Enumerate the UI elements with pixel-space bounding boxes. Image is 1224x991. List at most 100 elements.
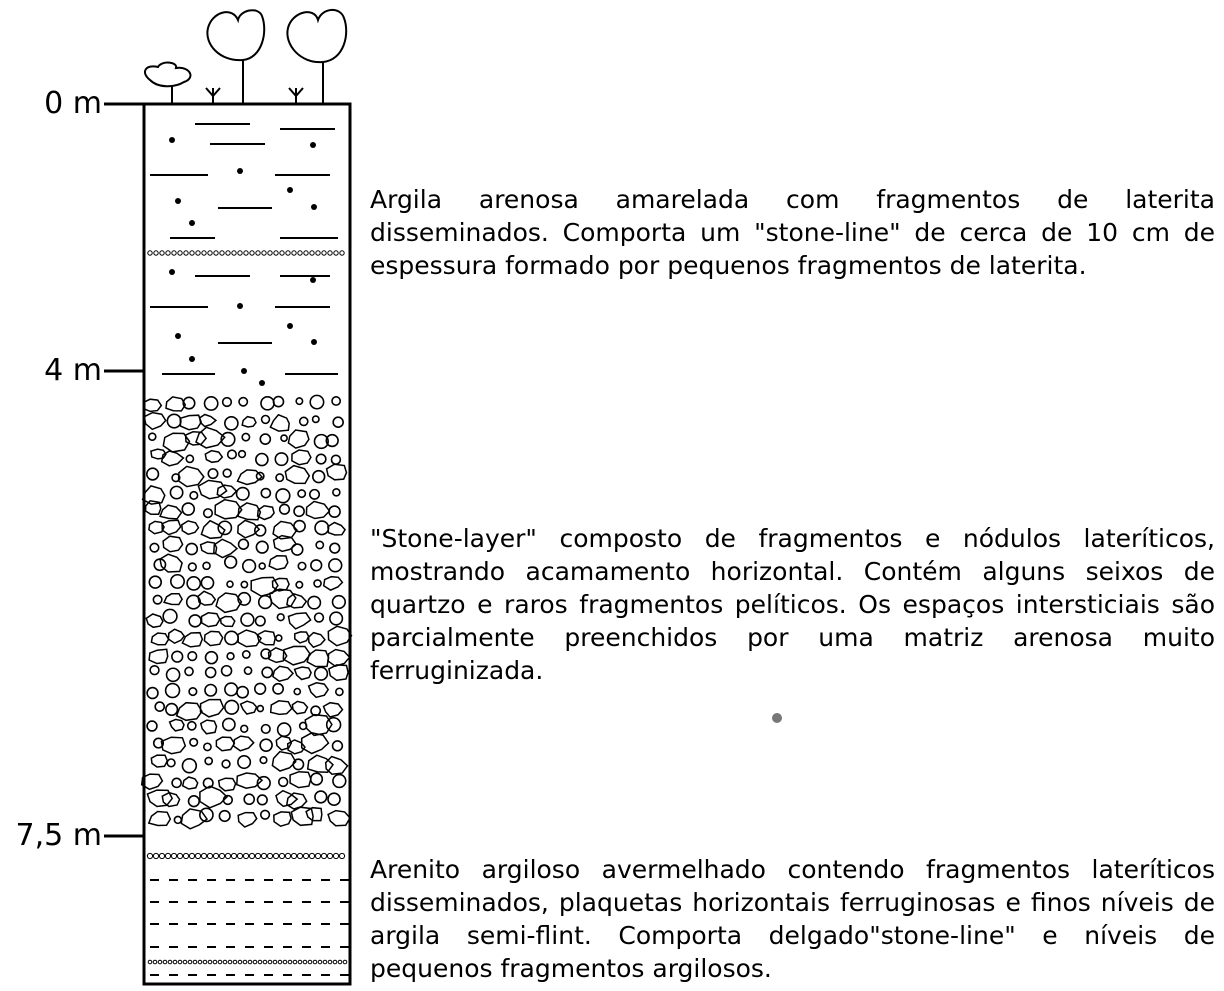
laterite-nodule xyxy=(186,720,197,731)
laterite-fragment xyxy=(160,736,187,755)
laterite-nodule xyxy=(255,471,265,481)
laterite-nodule xyxy=(226,449,238,460)
laterite-fragment xyxy=(322,701,344,718)
laterite-fragment xyxy=(163,592,183,606)
laterite-dot xyxy=(237,168,243,174)
clay-fragment xyxy=(237,959,243,965)
stone-line-pebble xyxy=(225,250,231,256)
stone-line-pebble xyxy=(158,852,166,860)
laterite-nodule xyxy=(241,432,251,442)
laterite-nodule xyxy=(217,520,233,536)
stone-line-pebble xyxy=(255,250,261,256)
depth-label-4m: 4 m xyxy=(44,353,102,388)
clay-fragment xyxy=(247,959,253,965)
clay-fragment xyxy=(197,959,203,965)
laterite-nodule xyxy=(332,773,347,789)
stone-line-pebble xyxy=(266,852,274,860)
stone-line-pebble xyxy=(146,852,154,860)
laterite-fragment xyxy=(237,629,263,648)
laterite-fragment xyxy=(165,396,187,412)
stone-line-pebble xyxy=(339,250,345,256)
laterite-nodule xyxy=(293,505,305,518)
stone-line-pebble xyxy=(333,250,339,256)
laterite-nodule xyxy=(315,453,327,465)
laterite-nodule xyxy=(243,793,256,806)
stone-layer-pattern xyxy=(140,394,353,830)
laterite-fragment xyxy=(237,811,258,828)
stone-line-pebble xyxy=(261,250,267,256)
laterite-nodule xyxy=(275,473,285,483)
laterite-nodule xyxy=(220,431,236,447)
laterite-nodule xyxy=(309,394,325,410)
clay-fragment xyxy=(327,959,333,965)
laterite-nodule xyxy=(332,416,344,428)
laterite-fragment xyxy=(181,776,199,790)
laterite-nodule xyxy=(226,652,235,661)
stone-line-pebble xyxy=(285,250,291,256)
laterite-nodule xyxy=(146,720,158,732)
laterite-fragment xyxy=(237,519,261,539)
laterite-nodule xyxy=(313,666,329,681)
stone-line-pebble xyxy=(332,852,340,860)
laterite-fragment xyxy=(327,521,347,536)
clay-fragment xyxy=(282,959,288,965)
laterite-nodule xyxy=(328,505,341,518)
stone-line-pebble xyxy=(224,852,232,860)
laterite-nodule xyxy=(186,576,202,591)
laterite-fragment xyxy=(161,791,181,808)
laterite-fragment xyxy=(241,415,257,428)
laterite-nodule xyxy=(238,396,249,407)
laterite-dot xyxy=(169,269,175,275)
stone-line-pebble xyxy=(207,250,213,256)
clay-fragment xyxy=(302,959,308,965)
laterite-nodule xyxy=(221,717,236,732)
laterite-fragment xyxy=(181,520,200,536)
laterite-nodule xyxy=(259,809,271,820)
stone-line-pebble xyxy=(302,852,310,860)
laterite-nodule xyxy=(254,615,266,627)
stone-line-pebble xyxy=(272,852,280,860)
laterite-fragment xyxy=(140,773,164,791)
stone-line-pebble xyxy=(164,852,172,860)
laterite-nodule xyxy=(274,634,283,642)
laterite-fragment xyxy=(284,464,311,485)
laterite-nodule xyxy=(188,686,198,697)
laterite-nodule xyxy=(311,415,320,424)
laterite-fragment xyxy=(306,754,335,773)
laterite-nodule xyxy=(221,759,231,769)
laterite-fragment xyxy=(160,450,185,467)
stone-line-pebble xyxy=(182,852,190,860)
clay-fragment xyxy=(192,959,198,965)
clay-fragment xyxy=(292,959,298,965)
clay-fragment xyxy=(202,959,208,965)
stone-line-pebble xyxy=(200,852,208,860)
laterite-fragment xyxy=(204,449,224,464)
clay-fragment xyxy=(262,959,268,965)
laterite-nodule xyxy=(331,396,342,406)
clay-fragment xyxy=(307,959,313,965)
laterite-fragment xyxy=(200,519,226,540)
laterite-nodule xyxy=(185,542,199,556)
stone-line-pebble xyxy=(237,250,243,256)
lower-layer-pattern xyxy=(146,852,349,976)
laterite-nodule xyxy=(146,686,159,700)
stone-line-pebble xyxy=(171,250,177,256)
laterite-fragment xyxy=(184,431,208,446)
laterite-nodule xyxy=(171,650,184,663)
laterite-fragment xyxy=(282,645,312,666)
laterite-fragment xyxy=(256,505,275,521)
laterite-dot xyxy=(189,356,195,362)
laterite-nodule xyxy=(146,467,160,481)
laterite-nodule xyxy=(237,449,247,459)
laterite-fragment xyxy=(267,646,288,664)
laterite-nodule xyxy=(297,489,307,499)
laterite-fragment xyxy=(159,553,183,573)
clay-fragment xyxy=(337,959,343,965)
laterite-nodule xyxy=(259,738,273,752)
stone-line-pebble xyxy=(236,852,244,860)
laterite-fragment xyxy=(269,700,293,716)
laterite-nodule xyxy=(293,687,302,696)
laterite-fragment xyxy=(307,631,326,649)
laterite-nodule xyxy=(235,486,250,501)
